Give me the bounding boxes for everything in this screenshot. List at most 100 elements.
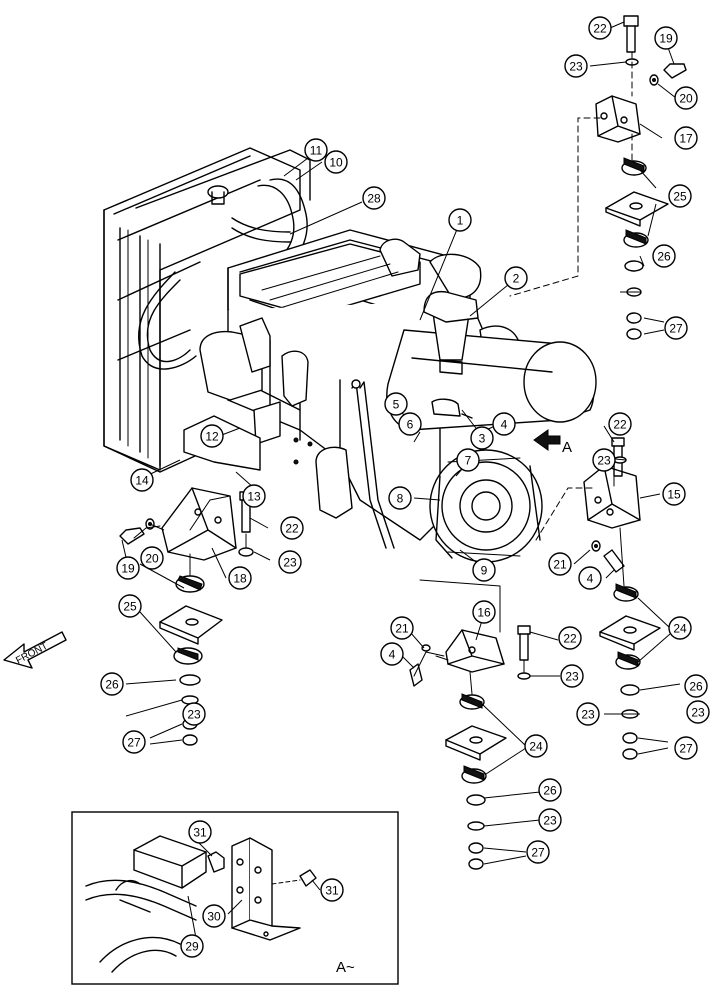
callout-23: 23 (576, 702, 600, 726)
callout-26: 26 (684, 674, 708, 698)
callout-circle (524, 734, 548, 758)
front-arrow: FRONT (3, 631, 67, 669)
callout-6: 6 (398, 412, 422, 436)
callout-number: 11 (310, 144, 323, 158)
callout-number: 25 (123, 600, 137, 614)
callout-23: 23 (686, 700, 710, 724)
callout-17: 17 (674, 126, 698, 150)
inset-view-a: A~ (71, 811, 399, 985)
callout-number: 27 (679, 742, 693, 756)
callout-circle (654, 26, 678, 50)
callout-circle (116, 556, 140, 580)
callout-number: 31 (325, 884, 339, 898)
callout-number: 20 (145, 552, 159, 566)
callout-circle (548, 552, 572, 576)
callout-27: 27 (674, 736, 698, 760)
callout-circle (674, 126, 698, 150)
callout-circle (304, 138, 328, 162)
center-washer-21 (421, 644, 431, 652)
callout-number: 24 (673, 622, 687, 636)
callout-15: 15 (662, 482, 686, 506)
callout-circle (674, 86, 698, 110)
callout-circle (456, 448, 480, 472)
callout-number: 23 (597, 454, 611, 468)
callout-23: 23 (182, 702, 206, 726)
callout-circle (492, 412, 516, 436)
callout-circle (122, 730, 146, 754)
callout-27: 27 (526, 840, 550, 864)
top-bolt-19 (663, 63, 687, 79)
callout-23: 23 (564, 54, 588, 78)
callout-number: 26 (543, 784, 557, 798)
callout-layer: 1234445678910111213141516171819192020212… (100, 16, 710, 958)
callout-number: 21 (553, 558, 567, 572)
callout-circle (538, 808, 562, 832)
callout-25: 25 (118, 594, 142, 618)
callout-circle (526, 840, 550, 864)
callout-19: 19 (654, 26, 678, 50)
callout-number: 17 (679, 132, 693, 146)
callout-22: 22 (558, 626, 582, 650)
top-washer-20 (649, 74, 659, 86)
view-a-arrow: A (533, 429, 572, 456)
callout-circle (686, 700, 710, 724)
callout-circle (558, 626, 582, 650)
callout-30: 30 (202, 904, 226, 928)
callout-24: 24 (524, 734, 548, 758)
callout-circle (588, 16, 612, 40)
callout-4: 4 (380, 642, 404, 666)
callout-circle (100, 672, 124, 696)
callout-14: 14 (130, 468, 154, 492)
callout-31: 31 (188, 820, 212, 844)
muffler-assembly (386, 290, 597, 431)
callout-number: 12 (205, 430, 219, 444)
callout-circle (388, 486, 412, 510)
left-mount-bracket (161, 487, 237, 561)
callout-28: 28 (362, 186, 386, 210)
callout-number: 4 (389, 648, 396, 662)
callout-circle (592, 448, 616, 472)
callout-22: 22 (588, 16, 612, 40)
callout-number: 16 (477, 606, 491, 620)
callout-circle (202, 904, 226, 928)
callout-16: 16 (472, 600, 496, 624)
callout-leaders (121, 21, 681, 865)
callout-number: 31 (193, 826, 207, 840)
callout-number: 24 (529, 740, 543, 754)
callout-number: 30 (207, 910, 221, 924)
callout-circle (662, 482, 686, 506)
callout-circle (684, 674, 708, 698)
callout-25: 25 (668, 184, 692, 208)
callout-circle (320, 878, 344, 902)
callout-number: 6 (407, 418, 414, 432)
top-isolator-stack (605, 157, 669, 340)
callout-number: 26 (105, 678, 119, 692)
callout-26: 26 (538, 778, 562, 802)
callout-number: 23 (283, 556, 297, 570)
callout-circle (130, 468, 154, 492)
callout-18: 18 (228, 566, 252, 590)
callout-number: 4 (501, 418, 508, 432)
callout-circle (578, 566, 602, 590)
callout-27: 27 (664, 316, 688, 340)
callout-circle (362, 186, 386, 210)
callout-number: 18 (233, 572, 247, 586)
callout-circle (652, 244, 676, 268)
callout-circle (118, 594, 142, 618)
callout-3: 3 (470, 426, 494, 450)
callout-circle (390, 616, 414, 640)
callout-number: 3 (479, 432, 486, 446)
callout-circle (242, 484, 266, 508)
center-isolator-stack (445, 693, 507, 870)
callout-circle (180, 934, 204, 958)
right-mid-bolt-4 (603, 549, 625, 573)
callout-12: 12 (200, 424, 224, 448)
callout-number: 13 (247, 490, 261, 504)
callout-circle (384, 392, 408, 416)
fuel-filter-assembly (183, 317, 395, 549)
callout-circle (538, 778, 562, 802)
center-washer-23 (517, 672, 531, 680)
center-bolt-22 (517, 625, 531, 661)
